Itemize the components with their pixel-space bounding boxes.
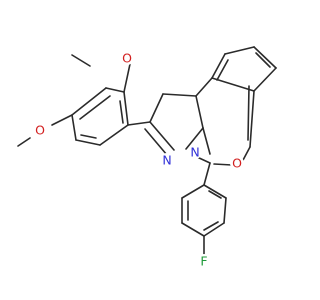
atom-label: F (200, 254, 207, 269)
bond (253, 67, 277, 92)
atom-fluorine: F (197, 254, 211, 269)
atom-label: N (162, 153, 171, 168)
bond (203, 162, 211, 186)
molecule-structure-diagram: O O O N N F (17, 46, 277, 269)
bond (195, 95, 204, 129)
bond (211, 53, 226, 79)
bond (144, 128, 168, 156)
bond (196, 156, 211, 164)
bond (75, 139, 101, 146)
bond (79, 95, 111, 120)
bond (71, 87, 107, 116)
atom-label: N (190, 145, 199, 160)
bond (71, 114, 77, 141)
atom-nitrogen-imine: N (160, 153, 174, 168)
bond (123, 63, 131, 93)
bond (203, 184, 227, 199)
bond (123, 91, 129, 126)
atom-label: O (232, 156, 242, 171)
bond (181, 222, 205, 237)
atom-oxygen-methoxy-left: O (33, 123, 47, 138)
atom-oxygen-ring: O (230, 156, 244, 171)
bond (223, 197, 227, 224)
bond (119, 100, 124, 124)
atom-nitrogen-ring: N (188, 145, 202, 160)
bond (202, 127, 211, 155)
atom-labels: O O O N N F (33, 51, 244, 269)
bond (17, 137, 31, 147)
bond (213, 163, 233, 166)
bond (181, 184, 205, 199)
bond (247, 85, 250, 141)
bond (105, 87, 125, 93)
bond (241, 146, 251, 163)
bond (149, 93, 164, 123)
bond (211, 77, 255, 92)
bond (80, 134, 97, 139)
bond (255, 52, 271, 68)
bond (224, 46, 255, 55)
bond (195, 77, 213, 97)
bond (51, 114, 73, 126)
atom-label: O (122, 51, 132, 66)
bond (253, 46, 277, 69)
atom-oxygen-methoxy-top: O (120, 51, 134, 66)
bond (162, 93, 197, 97)
atom-label: O (35, 123, 45, 138)
bond (185, 127, 204, 150)
bond (203, 222, 225, 237)
bond (71, 54, 91, 67)
bond (249, 90, 255, 148)
bond (203, 221, 219, 231)
bond (99, 124, 129, 146)
bond-lines (17, 46, 277, 255)
bond (149, 121, 175, 151)
bond (127, 121, 151, 126)
bond (208, 190, 222, 199)
bond (216, 59, 229, 81)
